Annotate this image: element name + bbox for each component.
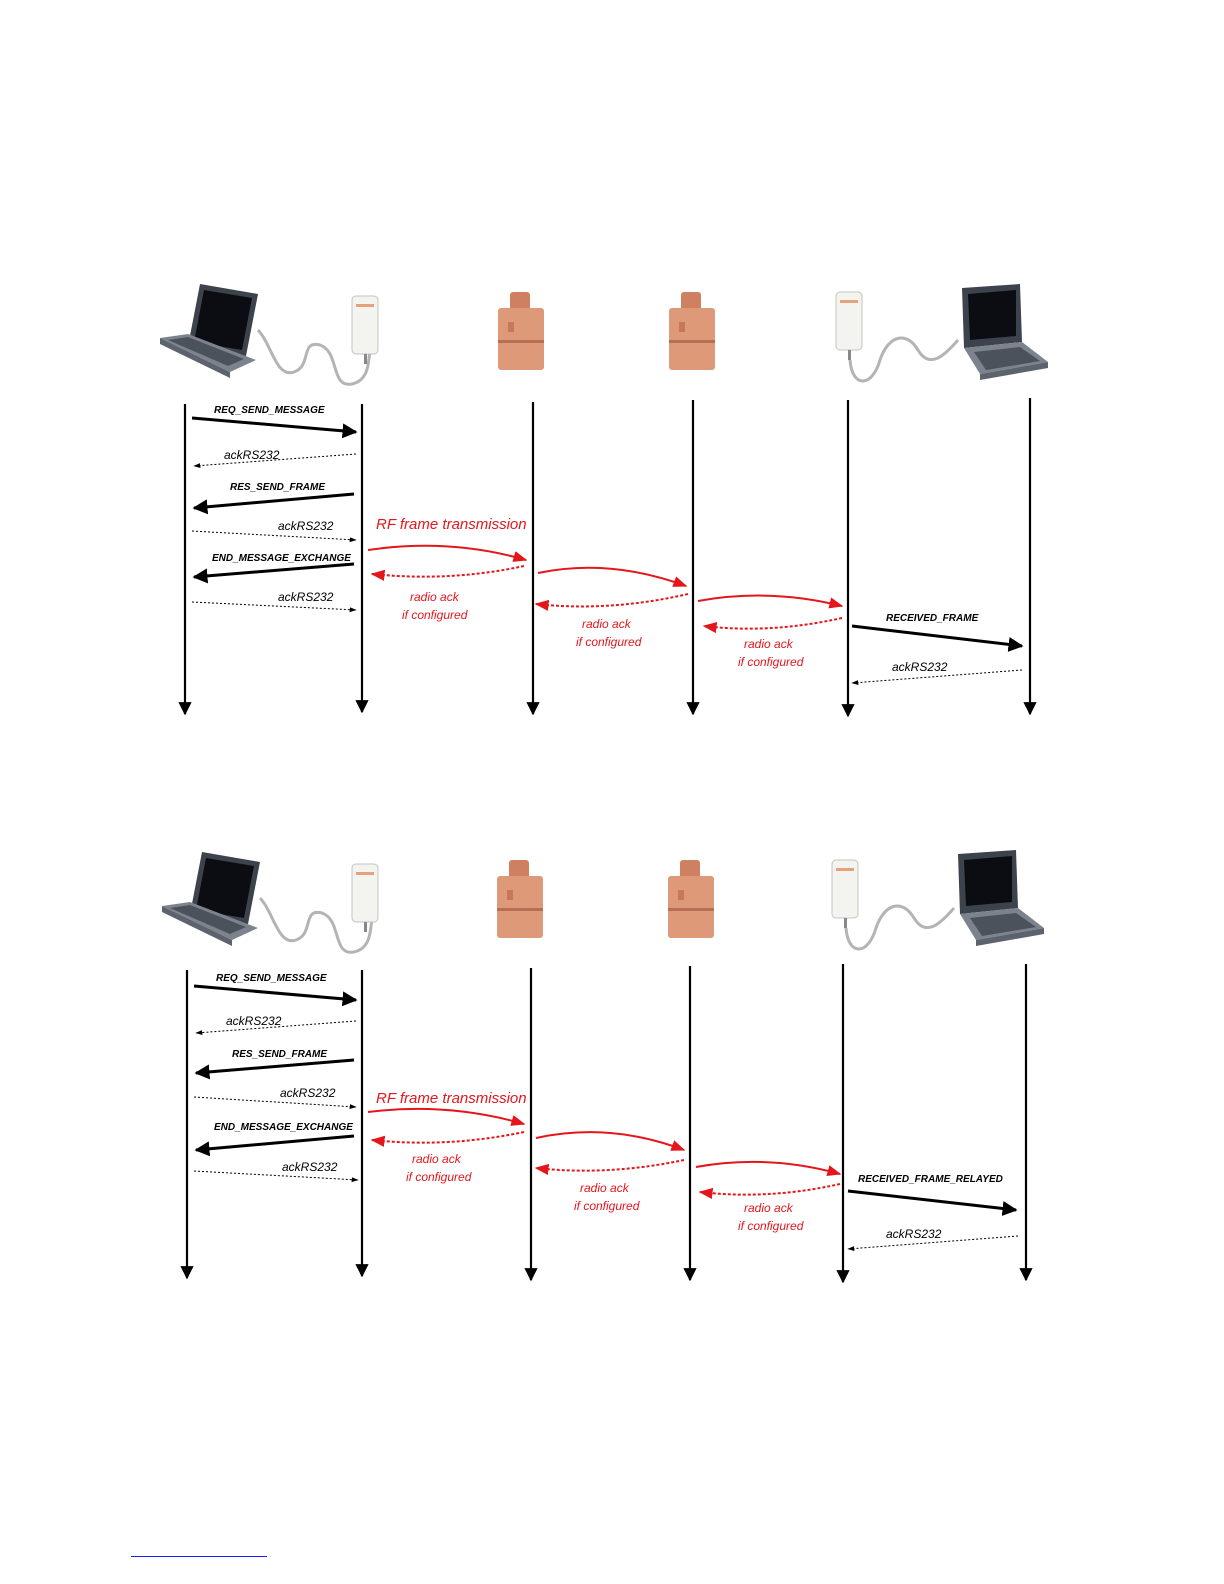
label-if-configured: if configured <box>576 635 642 649</box>
label-if-configured: if configured <box>738 1219 804 1233</box>
arrow-rf <box>367 1107 526 1126</box>
arrow-res <box>192 492 355 515</box>
footnote-rule <box>131 1556 267 1557</box>
serial-cable <box>848 336 960 383</box>
repeater-icon <box>497 860 543 938</box>
label-radio-ack: radio ack <box>582 617 632 631</box>
label-res: RES_SEND_FRAME <box>232 1049 327 1060</box>
label-ack: ackRS232 <box>886 1227 942 1241</box>
repeater-icon <box>498 292 544 370</box>
radio-modem-icon <box>835 291 863 360</box>
label-if-configured: if configured <box>574 1199 640 1213</box>
arrow-ack <box>195 1020 357 1035</box>
label-ack: ackRS232 <box>280 1086 336 1100</box>
arrow-req <box>191 416 358 439</box>
label-res: RES_SEND_FRAME <box>230 482 325 493</box>
label-req: REQ_SEND_MESSAGE <box>214 405 325 416</box>
label-received: RECEIVED_FRAME <box>886 613 979 624</box>
arrow-ack <box>193 1170 359 1183</box>
laptop-icon <box>958 850 1044 946</box>
repeater-icon <box>668 860 714 938</box>
arrow-ack <box>193 453 357 468</box>
radio-modem-icon <box>351 295 379 364</box>
arrow-rf <box>537 566 688 587</box>
serial-cable <box>258 896 374 954</box>
arrow-received <box>851 624 1024 652</box>
label-ack: ackRS232 <box>278 590 334 604</box>
label-ack: ackRS232 <box>278 519 334 533</box>
serial-messages: REQ_SEND_MESSAGE ackRS232 RES_SEND_FRAME… <box>191 405 1024 685</box>
repeater-icon <box>669 292 715 370</box>
arrow-end <box>192 562 355 584</box>
arrow-ack <box>191 530 357 543</box>
label-ack: ackRS232 <box>892 660 948 674</box>
arrow-ack <box>193 1096 357 1110</box>
label-rf-transmission: RF frame transmission <box>376 516 527 533</box>
label-received: RECEIVED_FRAME_RELAYED <box>858 1174 1003 1185</box>
laptop-icon <box>962 284 1048 380</box>
label-rf-transmission: RF frame transmission <box>376 1090 527 1107</box>
arrow-received <box>847 1189 1018 1216</box>
label-if-configured: if configured <box>738 655 804 669</box>
arrow-radio-ack <box>702 617 843 634</box>
label-end: END_MESSAGE_EXCHANGE <box>214 1122 353 1133</box>
sequence-diagram-2: REQ_SEND_MESSAGE ackRS232 RES_SEND_FRAME… <box>162 850 1044 1284</box>
arrow-ack <box>191 601 357 613</box>
radio-exchanges: RF frame transmission radio ack if confi… <box>367 516 844 669</box>
label-req: REQ_SEND_MESSAGE <box>216 973 327 984</box>
arrow-radio-ack <box>534 593 689 611</box>
label-if-configured: if configured <box>406 1170 472 1184</box>
label-ack: ackRS232 <box>226 1014 282 1028</box>
radio-modem-icon <box>831 859 859 928</box>
arrow-req <box>193 984 358 1007</box>
arrow-radio-ack <box>534 1159 685 1175</box>
label-ack: ackRS232 <box>224 448 280 462</box>
label-radio-ack: radio ack <box>410 590 460 604</box>
arrow-res <box>194 1058 355 1080</box>
arrow-ack <box>847 1235 1019 1251</box>
label-ack: ackRS232 <box>282 1160 338 1174</box>
label-radio-ack: radio ack <box>744 637 794 651</box>
sequence-diagram-1: REQ_SEND_MESSAGE ackRS232 RES_SEND_FRAME… <box>160 284 1048 718</box>
lifelines <box>178 398 1037 718</box>
serial-messages: REQ_SEND_MESSAGE ackRS232 RES_SEND_FRAME… <box>193 973 1019 1251</box>
label-radio-ack: radio ack <box>580 1181 630 1195</box>
arrow-rf <box>697 594 844 609</box>
laptop-icon <box>162 852 260 946</box>
lifelines <box>180 964 1033 1284</box>
radio-exchanges: RF frame transmission radio ack if confi… <box>367 1090 842 1233</box>
radio-modem-icon <box>351 863 379 932</box>
laptop-icon <box>160 284 258 378</box>
arrow-radio-ack <box>370 565 525 581</box>
arrow-radio-ack <box>370 1131 525 1147</box>
arrow-rf <box>695 1160 842 1177</box>
arrow-radio-ack <box>698 1183 841 1200</box>
serial-cable <box>256 328 372 386</box>
arrow-ack <box>851 669 1023 685</box>
arrow-rf <box>367 544 528 562</box>
serial-cable <box>844 904 956 951</box>
label-radio-ack: radio ack <box>744 1201 794 1215</box>
arrow-rf <box>535 1131 686 1151</box>
arrow-end <box>194 1134 355 1157</box>
label-radio-ack: radio ack <box>412 1152 462 1166</box>
label-end: END_MESSAGE_EXCHANGE <box>212 553 351 564</box>
label-if-configured: if configured <box>402 608 468 622</box>
